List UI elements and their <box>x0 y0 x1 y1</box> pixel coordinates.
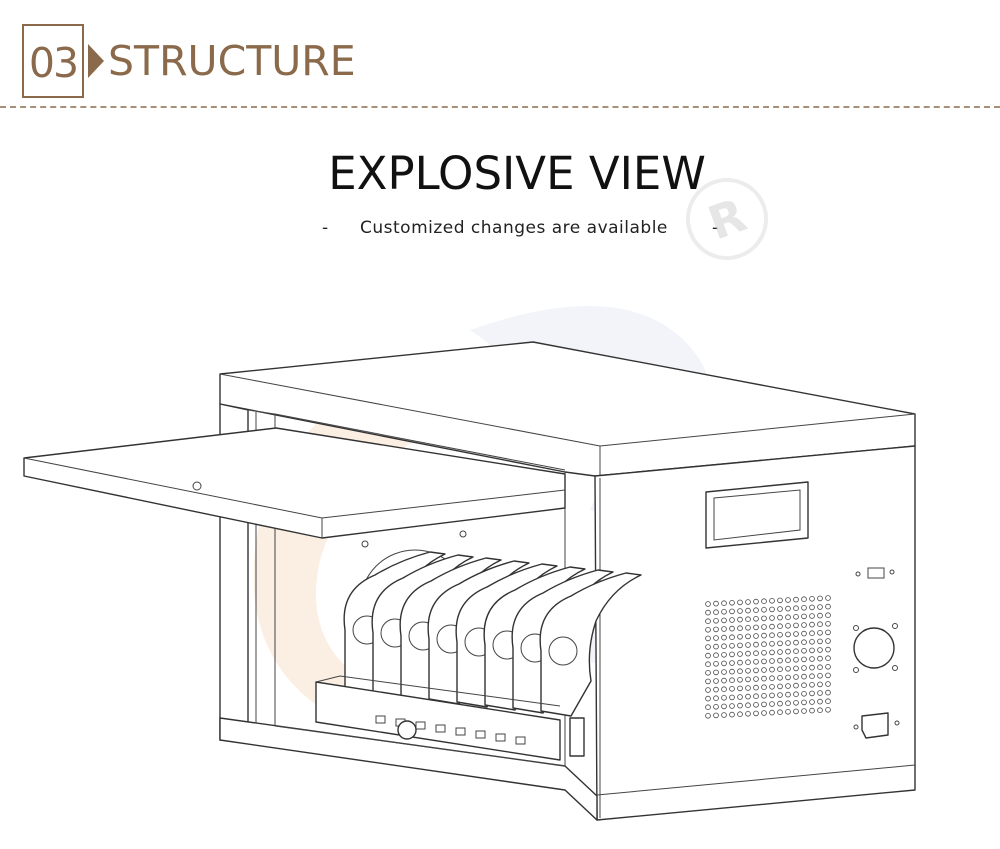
subtitle-text: Customized changes are available <box>360 218 668 238</box>
cabinet-line-art <box>23 306 916 821</box>
slot-divider <box>539 572 642 717</box>
indicator-led <box>495 733 506 742</box>
section-header: 03 STRUCTURE <box>0 0 1000 110</box>
side-handle <box>705 481 809 549</box>
section-title: STRUCTURE <box>108 37 356 85</box>
indicator-leds <box>375 715 526 745</box>
section-number: 03 <box>22 24 84 98</box>
side-switch-icon <box>569 717 585 757</box>
cabinet-right-side <box>594 445 916 821</box>
fan-port-icon <box>853 627 895 669</box>
panel-hole-icon <box>192 481 202 491</box>
page-title: EXPLOSIVE VIEW <box>328 147 706 200</box>
charging-slots <box>343 551 642 717</box>
indicator-led <box>435 724 446 733</box>
subtitle-dash-right: - <box>712 218 719 238</box>
triangle-arrow-icon <box>88 44 104 78</box>
subtitle-dash-left: - <box>322 218 329 238</box>
timer-knob-icon <box>397 720 417 740</box>
indicator-led <box>475 730 486 739</box>
power-socket-icon <box>861 712 889 739</box>
indicator-led <box>515 736 526 745</box>
vent-grid <box>705 595 831 719</box>
indicator-led <box>415 721 426 730</box>
subtitle: - Customized changes are available - <box>322 216 722 242</box>
dashed-divider <box>0 106 1000 108</box>
indicator-led <box>375 715 386 724</box>
pull-out-top-panel <box>23 427 566 539</box>
cabinet-drawing <box>0 260 1000 845</box>
indicator-led <box>455 727 466 736</box>
usb-port-icon <box>867 567 885 579</box>
cabinet-base <box>219 717 598 821</box>
